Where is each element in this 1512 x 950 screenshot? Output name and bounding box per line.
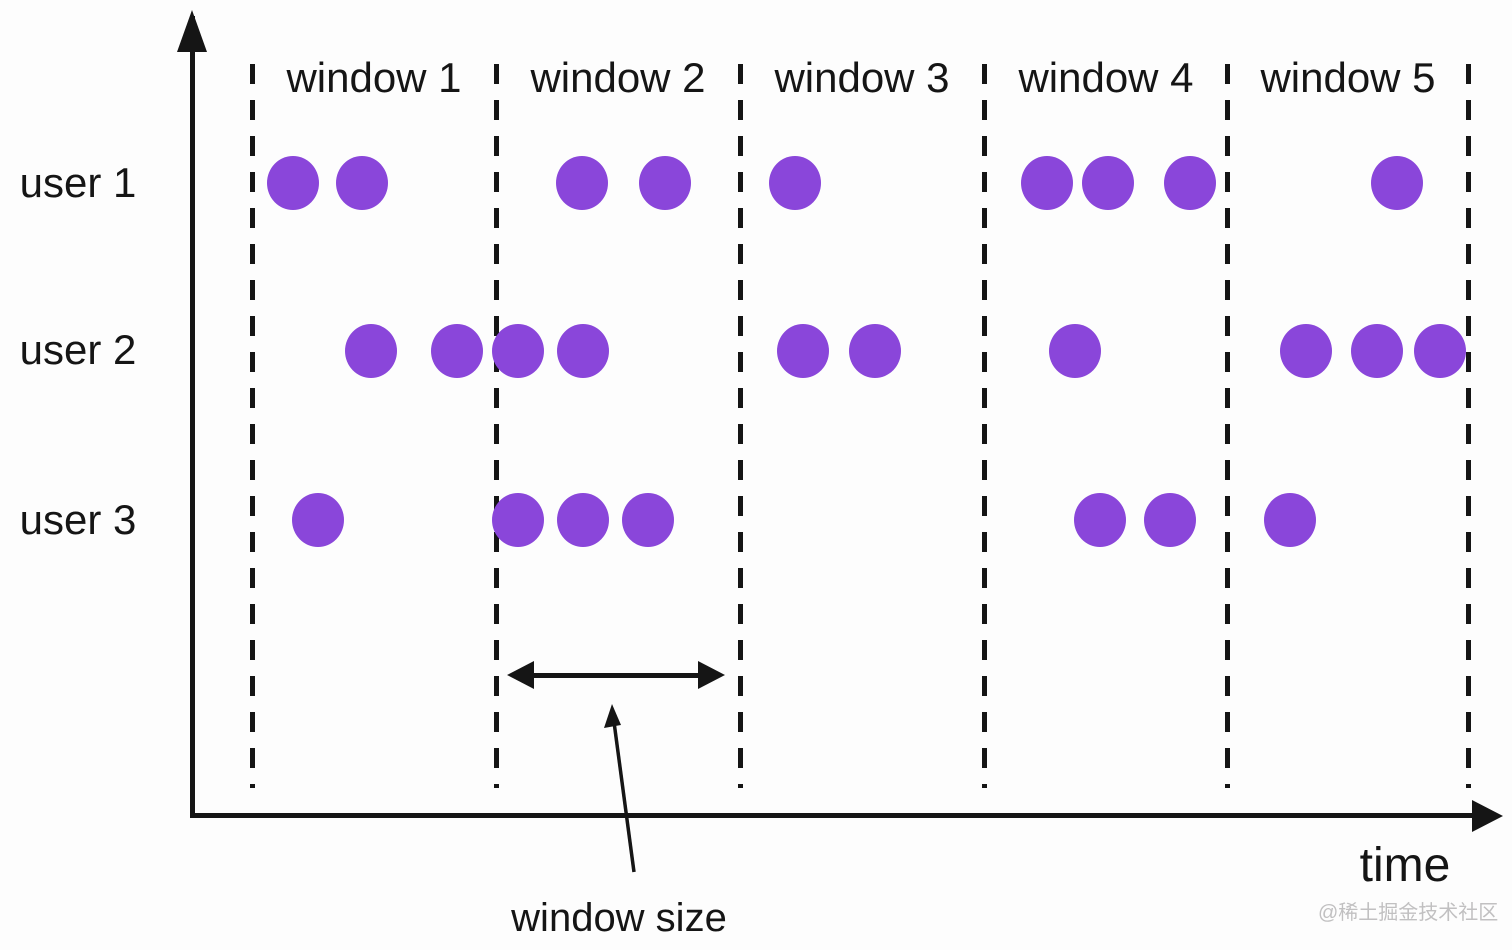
event-dot-user-2 — [557, 324, 609, 378]
window-size-label: window size — [511, 896, 727, 940]
window-5-label: window 5 — [1260, 54, 1436, 101]
event-dot-user-2 — [492, 324, 544, 378]
event-dot-user-2 — [1351, 324, 1403, 378]
event-dot-user-1 — [336, 156, 388, 210]
event-dot-user-1 — [1021, 156, 1073, 210]
window-size-arrow-line — [531, 673, 699, 678]
event-dot-user-2 — [1280, 324, 1332, 378]
event-dot-user-3 — [1264, 493, 1316, 547]
window-4-label: window 4 — [1018, 54, 1194, 101]
user-1-label: user 1 — [19, 159, 137, 206]
event-dot-user-1 — [1164, 156, 1216, 210]
window-2-label: window 2 — [530, 54, 706, 101]
window-boundary-line — [982, 64, 987, 788]
window-boundary-line — [1225, 64, 1230, 788]
event-dot-user-2 — [777, 324, 829, 378]
event-dot-user-3 — [492, 493, 544, 547]
event-dot-user-3 — [1074, 493, 1126, 547]
x-axis-line — [190, 813, 1475, 818]
time-axis-label: time — [1359, 839, 1451, 892]
event-dot-user-1 — [1082, 156, 1134, 210]
window-boundary-line — [494, 64, 499, 788]
window-boundary-line — [738, 64, 743, 788]
event-dot-user-3 — [292, 493, 344, 547]
event-dot-user-2 — [1414, 324, 1466, 378]
event-dot-user-3 — [622, 493, 674, 547]
event-dot-user-2 — [849, 324, 901, 378]
event-dot-user-1 — [769, 156, 821, 210]
event-dot-user-1 — [556, 156, 608, 210]
event-dot-user-2 — [1049, 324, 1101, 378]
y-axis-arrowhead-icon — [177, 10, 207, 52]
event-dot-user-3 — [557, 493, 609, 547]
window-size-pointer-arrow-icon — [604, 704, 636, 873]
user-2-label: user 2 — [19, 326, 137, 373]
user-3-label: user 3 — [19, 496, 137, 543]
window-size-arrow-left-head-icon — [507, 661, 534, 689]
event-dot-user-2 — [345, 324, 397, 378]
x-axis-arrowhead-icon — [1472, 800, 1503, 832]
event-dot-user-1 — [1371, 156, 1423, 210]
window-3-label: window 3 — [774, 54, 950, 101]
window-boundary-line — [250, 64, 255, 788]
event-dot-user-3 — [1144, 493, 1196, 547]
y-axis-line — [190, 16, 195, 816]
event-dot-user-1 — [639, 156, 691, 210]
event-dot-user-2 — [431, 324, 483, 378]
window-1-label: window 1 — [286, 54, 462, 101]
event-dot-user-1 — [267, 156, 319, 210]
window-boundary-line — [1466, 64, 1471, 788]
window-size-arrow-right-head-icon — [698, 661, 725, 689]
watermark-text: @稀土掘金技术社区 — [1318, 902, 1499, 924]
